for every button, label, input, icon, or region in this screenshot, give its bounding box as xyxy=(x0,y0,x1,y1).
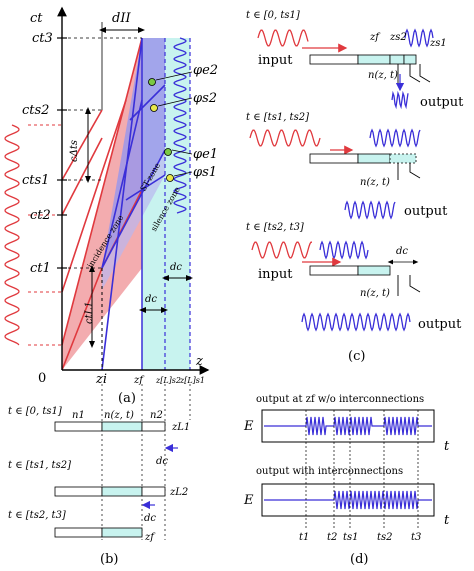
phi-s2-label: φs2 xyxy=(193,91,217,106)
y-tick-ct1: ct1 xyxy=(30,261,51,276)
panel-c-caption: (c) xyxy=(348,349,365,364)
y-tick-cts2: cts2 xyxy=(22,103,49,118)
x-tick-zf: zf xyxy=(133,375,145,386)
d-y-label-1: E xyxy=(243,419,254,434)
panel-a-caption: (a) xyxy=(118,391,136,406)
c-row3-n: n(z, t) xyxy=(360,288,390,299)
c-row1-time: t ∈ [0, ts1] xyxy=(246,10,300,21)
y-tick-ct3: ct3 xyxy=(32,31,53,46)
y-tick-ct2: ct2 xyxy=(30,208,51,223)
panel-c: t ∈ [0, ts1] input zf zs2 zs1 n(z, t) ou… xyxy=(246,10,464,364)
b-row2-dc: dc xyxy=(156,456,168,467)
phi-e1-label: φe1 xyxy=(193,147,218,162)
panel-d: output at zf w/o interconnections E t ou… xyxy=(243,394,450,567)
x-tick-zs2: z[L]s2 xyxy=(155,376,181,385)
d-waveform-2 xyxy=(264,490,432,510)
ct-l1-label: ctL1 xyxy=(84,301,95,324)
c-row1-zs1: zs1 xyxy=(429,38,447,49)
x-axis-label: z xyxy=(195,354,203,369)
dc-label-bottom: dc xyxy=(145,294,157,305)
c-row1-zs2: zs2 xyxy=(389,32,407,43)
b-row1-time: t ∈ [0, ts1] xyxy=(8,406,62,417)
c-row2-output: output xyxy=(404,204,448,219)
c-row3-time: t ∈ [ts2, t3] xyxy=(246,222,304,233)
panel-a: ct z 0 ct3 cts2 cts1 ct2 ct1 zi zf z[L]s… xyxy=(4,6,218,406)
input-waveform xyxy=(4,124,20,346)
y-tick-cts1: cts1 xyxy=(22,173,49,188)
d-tick-t3: t3 xyxy=(411,532,421,543)
panel-b-caption: (b) xyxy=(100,552,118,567)
d-tick-t1: t1 xyxy=(299,532,309,543)
d-x-label-1: t xyxy=(444,439,450,454)
b-row3-dc: dc xyxy=(144,513,156,524)
output-rays xyxy=(101,37,166,371)
panel-b: t ∈ [0, ts1] n1 n(z, t) n2 zL1 t ∈ [ts1,… xyxy=(8,384,191,567)
phi-s1-label: φs1 xyxy=(193,165,217,180)
b-row2-time: t ∈ [ts1, ts2] xyxy=(8,460,71,471)
c-row1-output: output xyxy=(420,95,464,110)
c-row3-output: output xyxy=(418,317,462,332)
c-row2-time: t ∈ [ts1, ts2] xyxy=(246,112,309,123)
d-tick-ts1: ts1 xyxy=(343,532,359,543)
c-row1-n: n(z, t) xyxy=(368,70,398,81)
x-tick-zs1: z[L]s1 xyxy=(179,376,205,385)
x-tick-zi: zi xyxy=(95,372,107,387)
phi-e1-dot xyxy=(164,148,172,156)
c-row1-zf: zf xyxy=(369,32,381,43)
incidence-zone xyxy=(62,38,142,370)
phi-s1-dot xyxy=(166,174,174,182)
c-row3-input: input xyxy=(258,267,293,282)
c-row2-n: n(z, t) xyxy=(360,177,390,188)
phi-s2-dot xyxy=(150,104,158,112)
d-waveform-1 xyxy=(264,416,432,436)
b-n2-label: n2 xyxy=(150,410,163,421)
phi-e2-dot xyxy=(148,78,156,86)
b-n1-label: n1 xyxy=(72,410,85,421)
d-tick-ts2: ts2 xyxy=(377,532,393,543)
b-row2-end: zL2 xyxy=(169,487,188,498)
b-row1-end: zL1 xyxy=(171,422,190,433)
origin-label: 0 xyxy=(38,371,46,386)
c-row1-input: input xyxy=(258,53,293,68)
d-ii-label: dII xyxy=(112,11,131,26)
phi-e2-label: φe2 xyxy=(193,63,218,78)
d-title-1: output at zf w/o interconnections xyxy=(256,394,424,405)
b-row3-time: t ∈ [ts2, t3] xyxy=(8,510,66,521)
b-nzt-label: n(z, t) xyxy=(104,410,134,421)
panel-d-caption: (d) xyxy=(350,552,368,567)
b-row3-end: zf xyxy=(144,532,156,543)
st-zone xyxy=(102,38,165,268)
d-x-label-2: t xyxy=(444,513,450,528)
d-title-2: output with interconnections xyxy=(256,466,403,477)
d-tick-t2: t2 xyxy=(327,532,337,543)
d-y-label-2: E xyxy=(243,493,254,508)
c-row3-dc: dc xyxy=(396,246,408,257)
dc-label-top: dc xyxy=(170,262,182,273)
output-waveform xyxy=(173,37,187,214)
delta-ts-label: cΔts xyxy=(69,140,80,162)
y-axis-label: ct xyxy=(30,11,43,26)
